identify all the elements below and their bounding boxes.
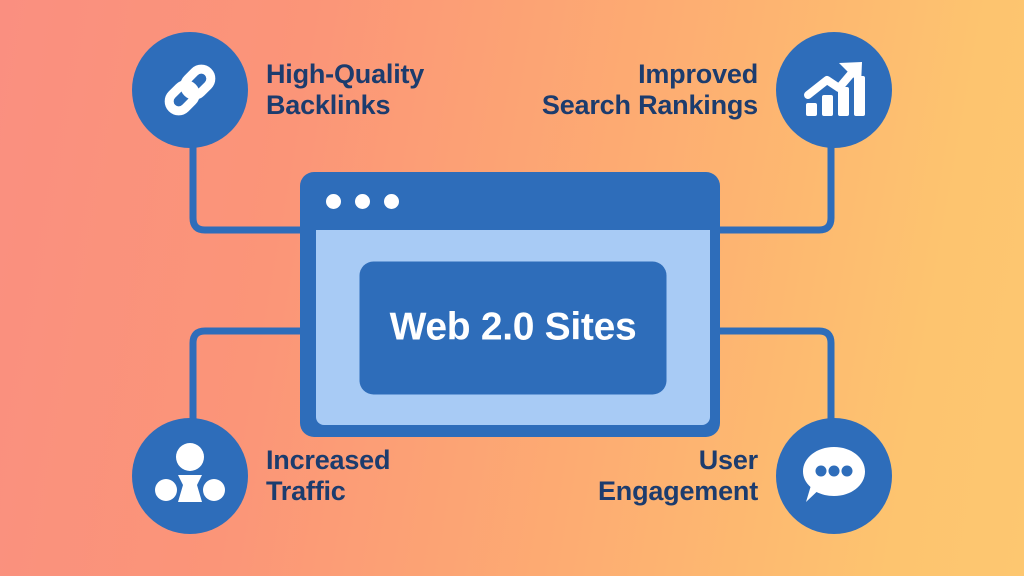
window-dot-close-icon[interactable]	[326, 193, 341, 209]
people-group-icon	[155, 443, 225, 502]
window-dot-maximize-icon[interactable]	[384, 193, 399, 209]
badge-improved-search-rankings	[776, 32, 892, 148]
node-increased-traffic[interactable]: Increased Traffic	[132, 418, 390, 534]
link-chain-icon	[164, 64, 216, 116]
node-improved-search-rankings[interactable]: Improved Search Rankings	[542, 32, 892, 148]
connector-top-right	[714, 140, 835, 234]
center-topic-label: Web 2.0 Sites	[389, 305, 637, 349]
center-topic-card: Web 2.0 Sites	[359, 261, 667, 394]
node-high-quality-backlinks[interactable]: High-Quality Backlinks	[132, 32, 424, 148]
connector-top-left	[189, 140, 310, 234]
badge-user-engagement	[776, 418, 892, 534]
window-dot-minimize-icon[interactable]	[355, 193, 370, 209]
chat-bubble-icon	[803, 447, 865, 502]
badge-increased-traffic	[132, 418, 248, 534]
label-user-engagement: User Engagement	[597, 444, 758, 506]
browser-title-bar	[300, 172, 720, 230]
node-user-engagement[interactable]: User Engagement	[598, 418, 892, 534]
browser-window: Web 2.0 Sites	[300, 172, 720, 437]
label-high-quality-backlinks: High-Quality Backlinks	[266, 58, 425, 120]
growth-bar-chart-icon	[804, 62, 865, 116]
label-increased-traffic: Increased Traffic	[266, 444, 391, 506]
browser-viewport: Web 2.0 Sites	[316, 230, 710, 425]
label-improved-search-rankings: Improved Search Rankings	[541, 58, 758, 120]
badge-high-quality-backlinks	[132, 32, 248, 148]
